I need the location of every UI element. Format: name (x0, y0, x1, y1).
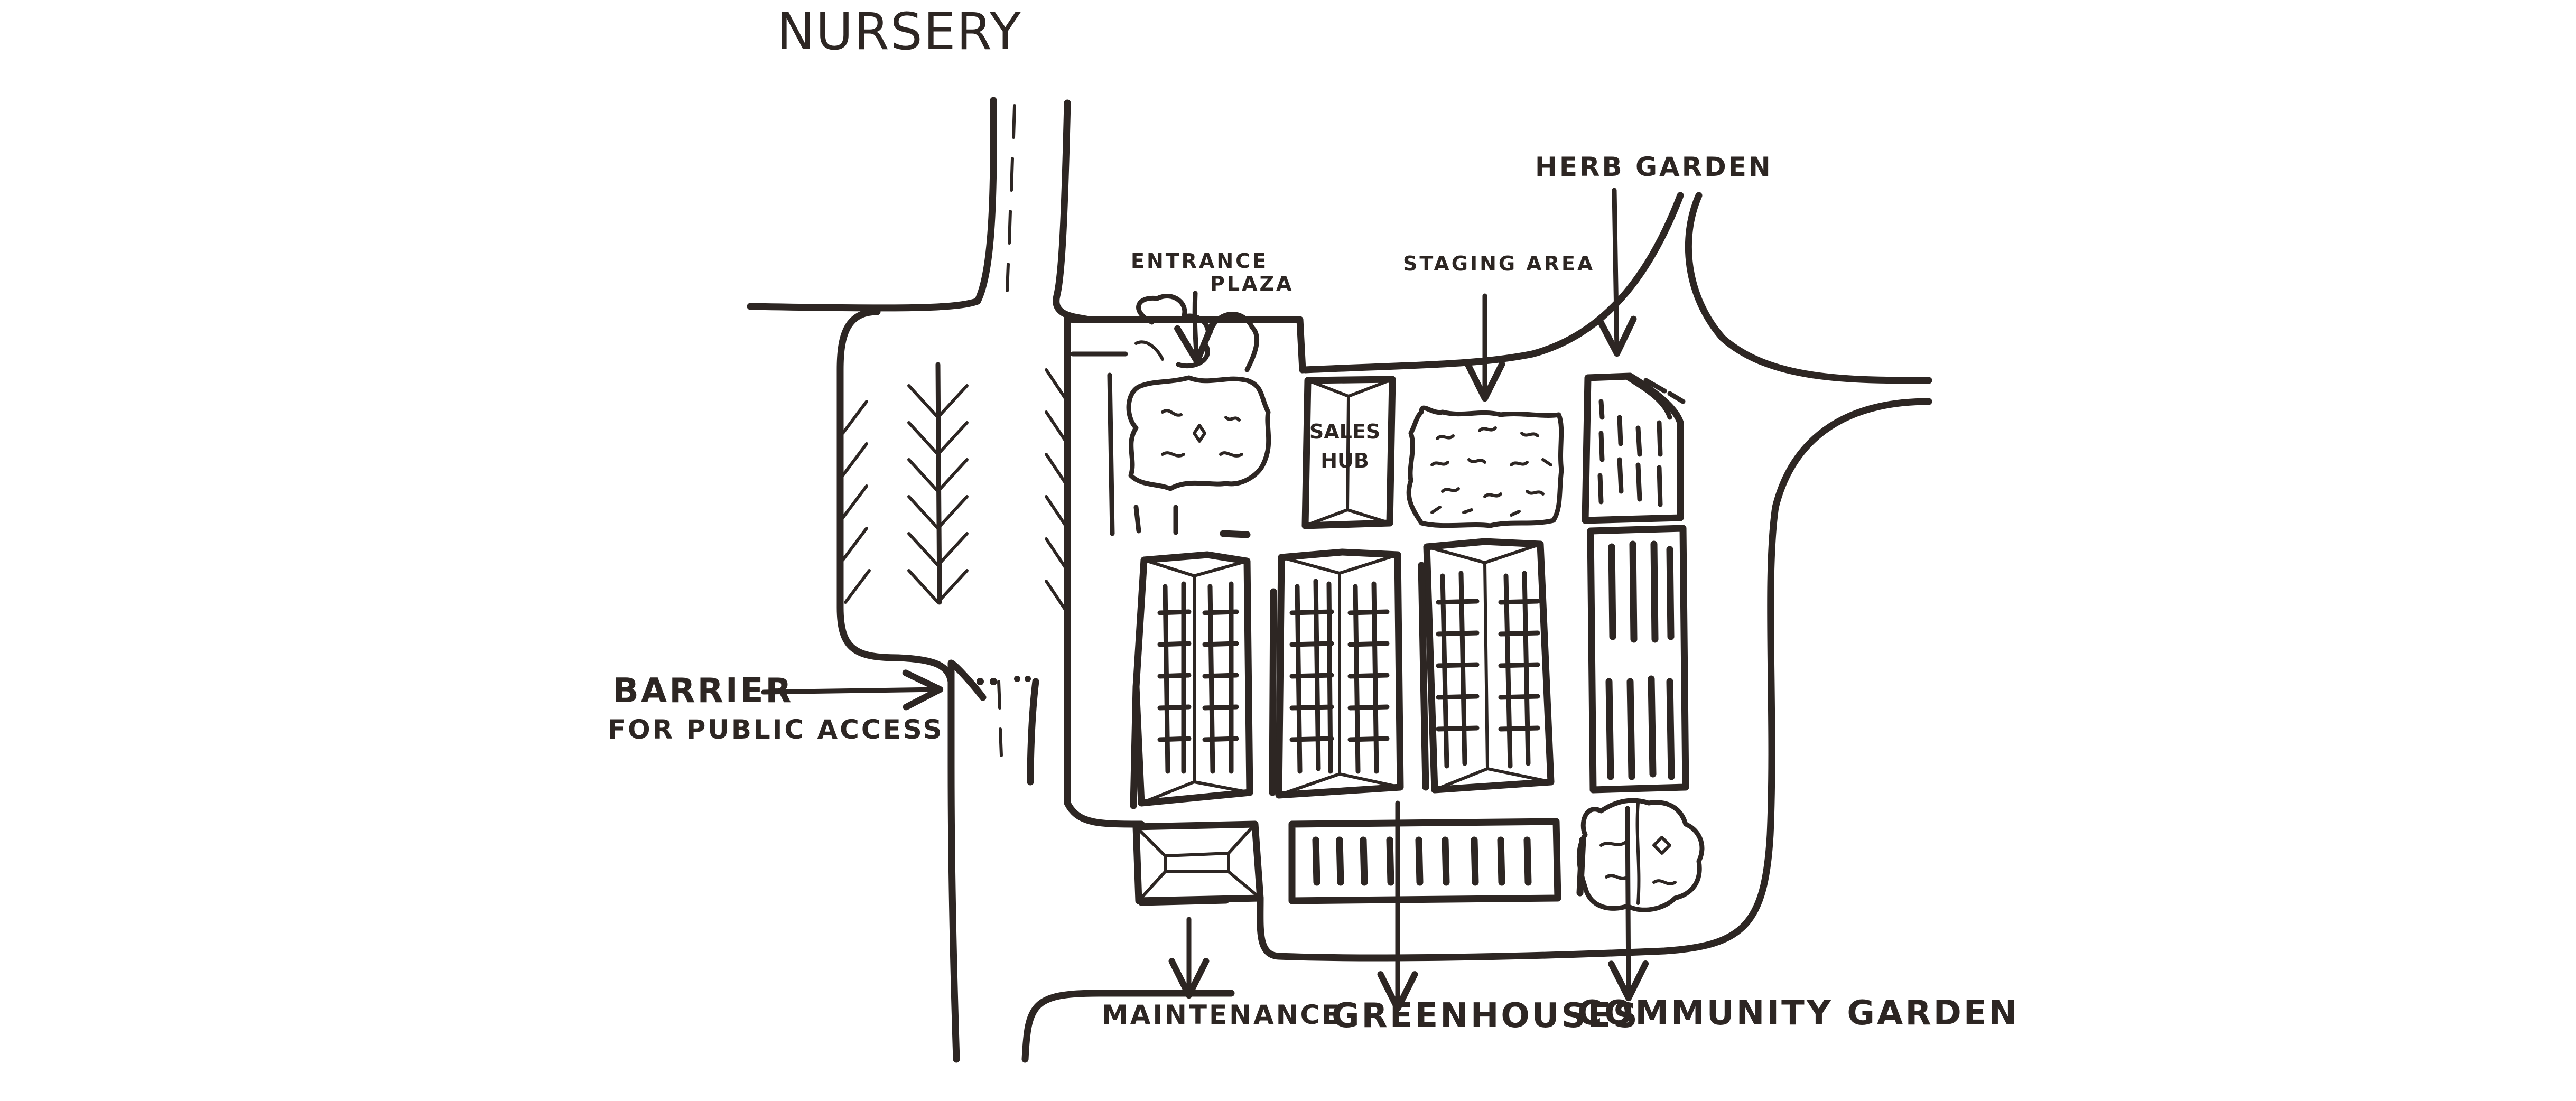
arrow-community-garden (1608, 806, 1649, 1002)
maintenance-building (1132, 820, 1264, 906)
entrance-plaza (1126, 293, 1271, 538)
entrance-plaza-label-line1: ENTRANCE (1131, 249, 1268, 273)
entrance-plaza-label-line2: PLAZA (1210, 272, 1294, 295)
greenhouse-1 (1130, 551, 1253, 809)
main-road (747, 97, 1092, 1063)
arrow-herb-garden (1596, 188, 1637, 357)
community-garden-label: COMMUNITY GARDEN (1577, 994, 2020, 1033)
greenhouse-2 (1269, 548, 1404, 799)
arrow-entrance-plaza (1174, 291, 1215, 365)
herb-garden (1582, 372, 1686, 524)
diagram-title: NURSERY (777, 2, 1022, 61)
herb-garden-label: HERB GARDEN (1535, 152, 1773, 182)
barrier-label-line1: BARRIER (613, 671, 794, 711)
community-garden-trees (1576, 798, 1705, 912)
community-garden-plots (1587, 525, 1689, 794)
annotation-arrows (761, 188, 1649, 1012)
sales-hub-building (1301, 376, 1396, 529)
sales-hub-label-line1: SALES (1309, 420, 1380, 443)
arrow-barrier (761, 669, 944, 711)
parking-lot (836, 308, 1069, 685)
staging-area-label: STAGING AREA (1403, 252, 1595, 275)
greenhouses-label: GREENHOUSES (1332, 996, 1640, 1035)
greenhouse-long (1288, 818, 1561, 904)
barrier-label-line2: FOR PUBLIC ACCESS (608, 714, 944, 745)
maintenance-label: MAINTENANCE (1102, 1000, 1342, 1030)
site-boundary (1021, 192, 1932, 1063)
staging-area (1406, 405, 1564, 528)
sales-hub-label-line2: HUB (1320, 449, 1369, 472)
greenhouse-3 (1418, 538, 1555, 794)
